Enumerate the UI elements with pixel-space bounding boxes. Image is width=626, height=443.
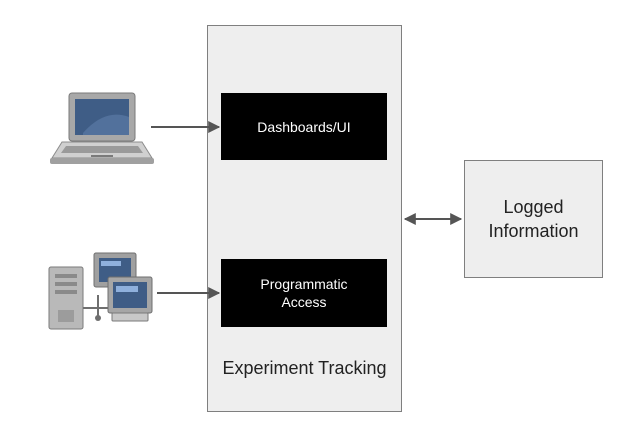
- networked-computers-icon: [48, 252, 153, 330]
- programmatic-access-box: Programmatic Access: [221, 259, 387, 327]
- programmatic-access-label: Programmatic Access: [260, 276, 348, 310]
- dashboards-ui-label: Dashboards/UI: [257, 118, 351, 135]
- logged-information-box: Logged Information: [464, 160, 603, 278]
- laptop-icon: [50, 92, 154, 164]
- experiment-tracking-label: Experiment Tracking: [222, 358, 387, 378]
- dashboards-ui-box: Dashboards/UI: [221, 93, 387, 160]
- logged-information-label: Logged Information: [488, 197, 579, 241]
- experiment-tracking-container: [207, 25, 402, 412]
